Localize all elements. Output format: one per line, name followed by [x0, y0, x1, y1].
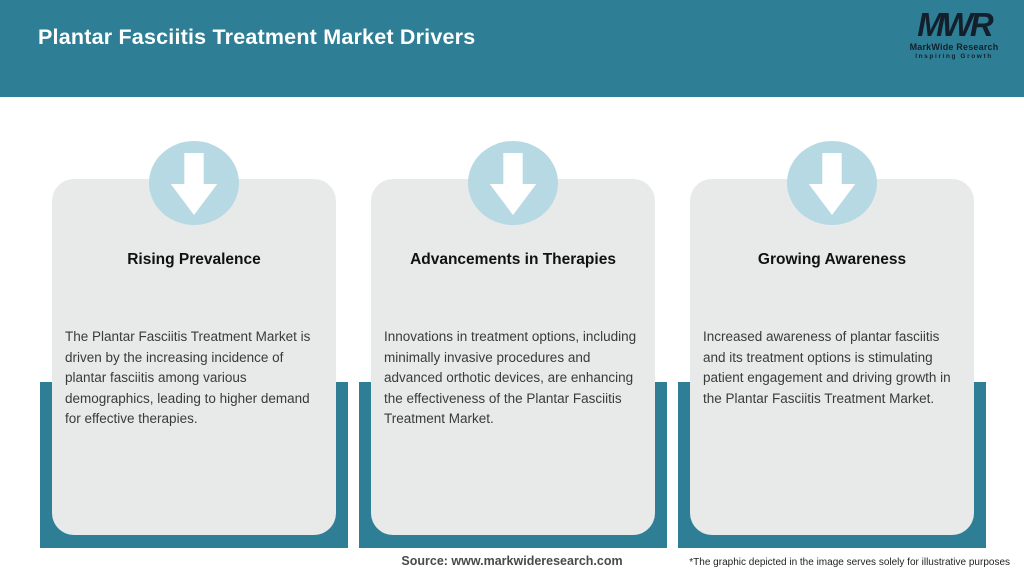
driver-card: Rising Prevalence The Plantar Fasciitis … [52, 179, 336, 535]
driver-card: Advancements in Therapies Innovations in… [371, 179, 655, 535]
card-body-text: Innovations in treatment options, includ… [384, 329, 637, 426]
arrow-down-icon [149, 141, 239, 225]
driver-card: Growing Awareness Increased awareness of… [690, 179, 974, 535]
source-line: Source: www.markwideresearch.com [401, 554, 623, 568]
arrow-down-icon [787, 141, 877, 225]
header-bar: Plantar Fasciitis Treatment Market Drive… [0, 0, 1024, 97]
driver-card-group-rising-prevalence: Rising Prevalence The Plantar Fasciitis … [40, 141, 348, 548]
card-title: Advancements in Therapies [410, 251, 616, 268]
logo-tagline: Inspiring Growth [915, 53, 993, 61]
card-body-text: Increased awareness of plantar fasciitis… [703, 329, 951, 406]
logo-name: MarkWide Research [909, 42, 999, 53]
arrow-down-icon [468, 141, 558, 225]
card-body-text: The Plantar Fasciitis Treatment Market i… [65, 329, 311, 426]
driver-card-group-growing-awareness: Growing Awareness Increased awareness of… [678, 141, 986, 548]
markwide-research-logo: MWR MarkWide Research Inspiring Growth [906, 6, 1002, 61]
card-title: Rising Prevalence [127, 251, 261, 268]
card-title: Growing Awareness [757, 251, 907, 268]
mwr-monogram-icon: MWR [917, 6, 993, 43]
disclaimer-note: *The graphic depicted in the image serve… [689, 557, 1010, 568]
page-title: Plantar Fasciitis Treatment Market Drive… [38, 25, 476, 49]
driver-card-group-advancements-in-therapies: Advancements in Therapies Innovations in… [359, 141, 667, 548]
